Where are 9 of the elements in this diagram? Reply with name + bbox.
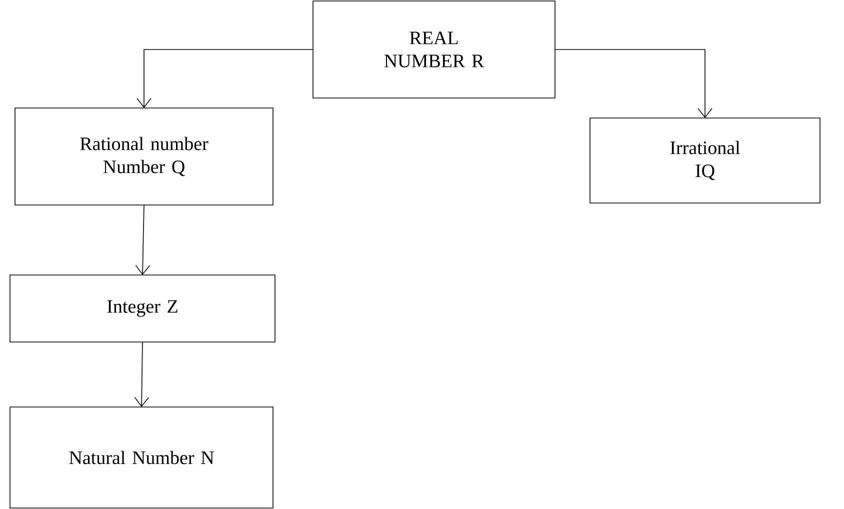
- arrow: [554, 49, 712, 118]
- arrow: [134, 342, 150, 407]
- category-box: Irrational IQ: [590, 118, 820, 204]
- category-box: REAL NUMBER R: [312, 0, 556, 98]
- category-box: Rational number Number Q: [14, 108, 274, 206]
- category-box: Integer Z: [10, 274, 276, 342]
- category-box: Natural Number N: [10, 406, 274, 508]
- arrow: [136, 49, 314, 108]
- arrow: [135, 204, 150, 275]
